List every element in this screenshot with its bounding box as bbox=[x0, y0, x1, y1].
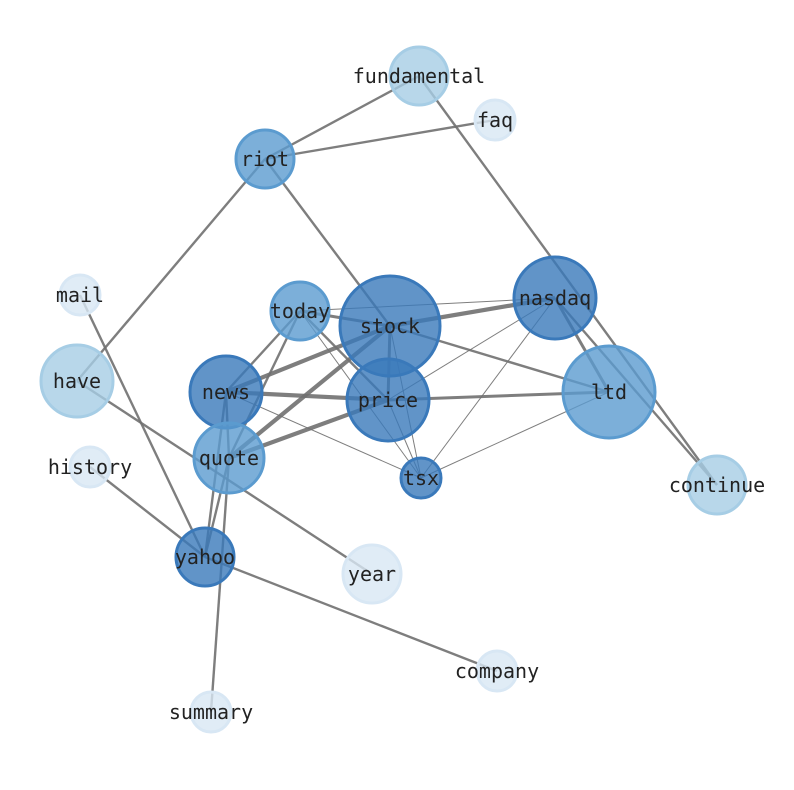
node-circle-fundamental bbox=[388, 45, 450, 107]
node-circle-history bbox=[68, 445, 112, 489]
node-label-quote: quote bbox=[199, 446, 259, 470]
node-label-ltd: ltd bbox=[591, 380, 627, 404]
node-ltd: ltd bbox=[561, 344, 657, 440]
node-label-yahoo: yahoo bbox=[175, 545, 235, 569]
node-circle-today bbox=[269, 280, 331, 342]
node-label-riot: riot bbox=[241, 147, 289, 171]
node-company: company bbox=[455, 649, 539, 693]
node-riot: riot bbox=[234, 128, 296, 190]
edge-mail-yahoo bbox=[78, 294, 207, 558]
node-label-summary: summary bbox=[169, 700, 253, 724]
node-label-tsx: tsx bbox=[403, 466, 439, 490]
node-circle-quote bbox=[192, 421, 266, 495]
node-continue: continue bbox=[669, 454, 765, 516]
node-circle-riot bbox=[234, 128, 296, 190]
node-label-faq: faq bbox=[477, 108, 513, 132]
node-fundamental: fundamental bbox=[353, 45, 485, 107]
node-circle-faq bbox=[473, 98, 517, 142]
edge-quote-summary bbox=[209, 457, 231, 713]
node-label-year: year bbox=[348, 562, 396, 586]
node-circle-nasdaq bbox=[512, 255, 598, 341]
node-circle-have bbox=[39, 343, 115, 419]
node-tsx: tsx bbox=[399, 456, 443, 500]
node-label-company: company bbox=[455, 659, 539, 683]
nodes-layer: stock price nasdaq ltd news quote today yahoo ts… bbox=[39, 45, 765, 734]
node-mail: mail bbox=[56, 273, 104, 317]
node-label-price: price bbox=[358, 388, 418, 412]
node-circle-price bbox=[345, 357, 431, 443]
node-circle-summary bbox=[189, 690, 233, 734]
node-quote: quote bbox=[192, 421, 266, 495]
node-circle-mail bbox=[58, 273, 102, 317]
node-summary: summary bbox=[169, 690, 253, 734]
node-history: history bbox=[48, 445, 132, 489]
node-circle-ltd bbox=[561, 344, 657, 440]
node-news: news bbox=[188, 354, 264, 430]
node-nasdaq: nasdaq bbox=[512, 255, 598, 341]
edge-yahoo-company bbox=[204, 555, 498, 673]
node-label-have: have bbox=[53, 369, 101, 393]
node-yahoo: yahoo bbox=[174, 526, 236, 588]
node-label-fundamental: fundamental bbox=[353, 64, 485, 88]
node-label-today: today bbox=[270, 299, 330, 323]
node-circle-year bbox=[341, 543, 403, 605]
node-faq: faq bbox=[473, 98, 517, 142]
node-today: today bbox=[269, 280, 331, 342]
node-label-continue: continue bbox=[669, 473, 765, 497]
node-label-stock: stock bbox=[360, 314, 420, 338]
node-label-mail: mail bbox=[56, 283, 104, 307]
node-circle-tsx bbox=[399, 456, 443, 500]
node-label-news: news bbox=[202, 380, 250, 404]
node-have: have bbox=[39, 343, 115, 419]
node-circle-continue bbox=[686, 454, 748, 516]
node-year: year bbox=[341, 543, 403, 605]
node-price: price bbox=[345, 357, 431, 443]
node-circle-yahoo bbox=[174, 526, 236, 588]
node-label-history: history bbox=[48, 455, 132, 479]
node-label-nasdaq: nasdaq bbox=[519, 286, 591, 310]
edge-riot-have bbox=[76, 158, 266, 382]
node-circle-company bbox=[475, 649, 519, 693]
